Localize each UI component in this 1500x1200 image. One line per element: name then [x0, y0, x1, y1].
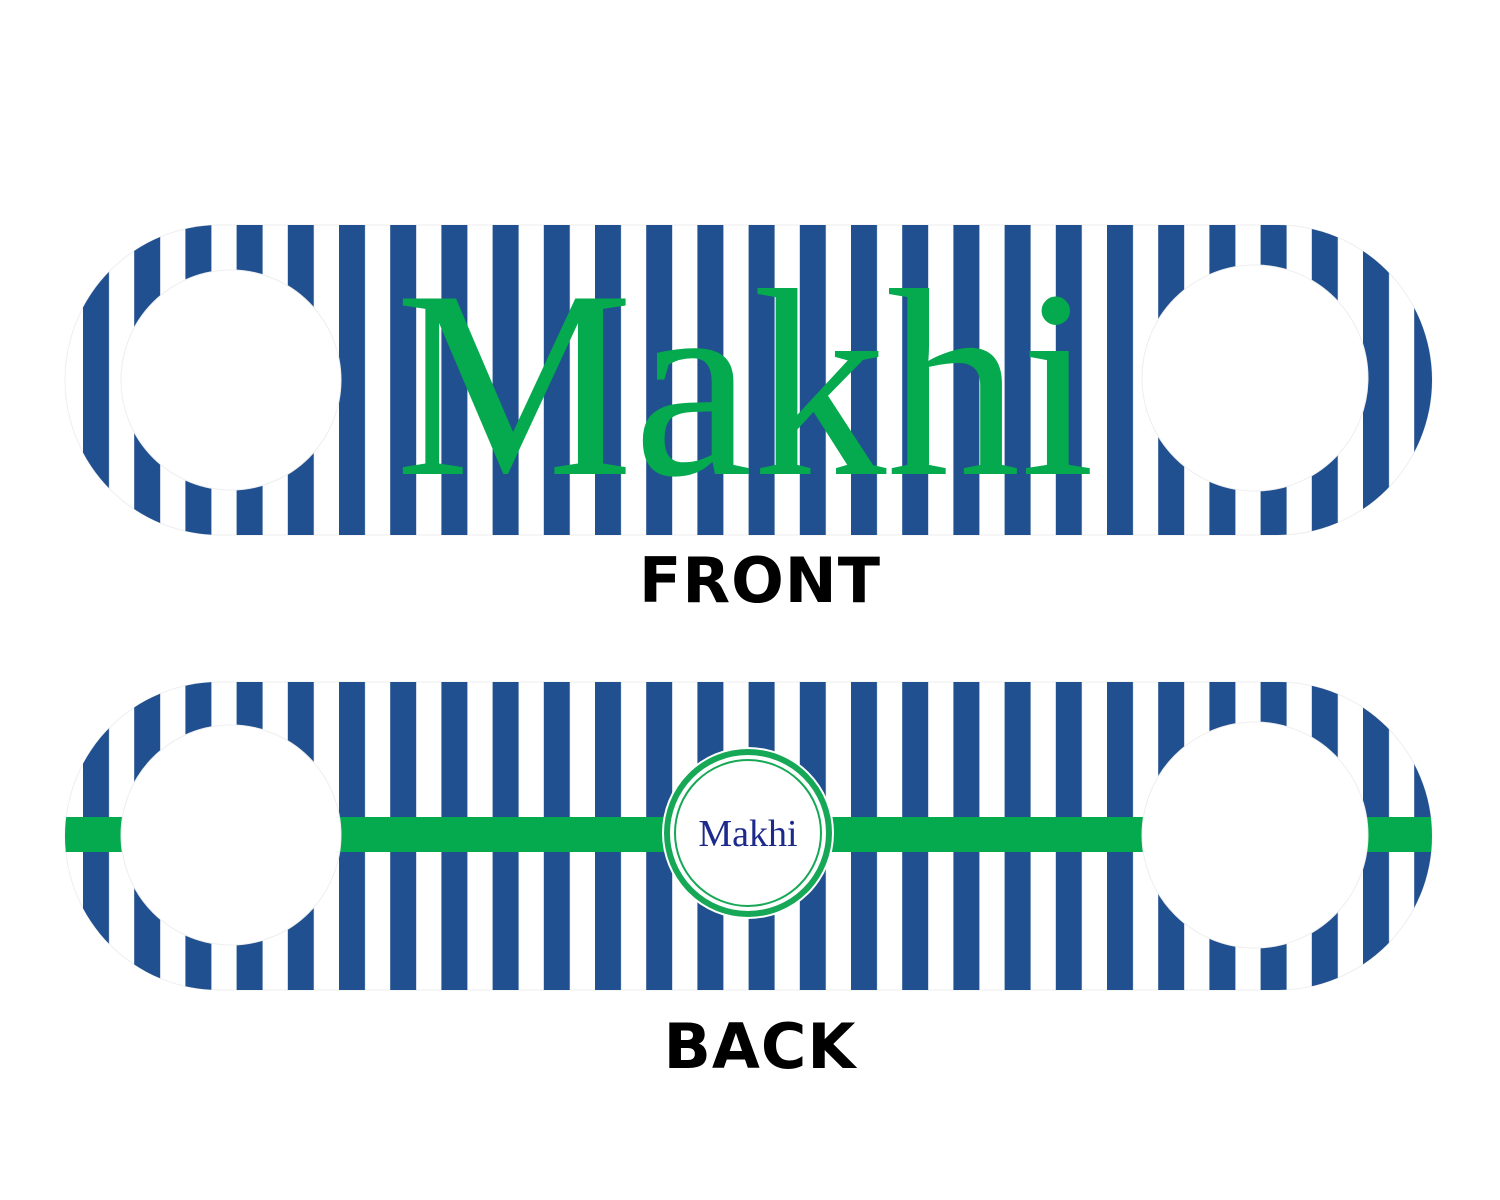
- right-hole: [1141, 264, 1369, 492]
- right-hole: [1141, 721, 1369, 949]
- back-label: BACK: [663, 1010, 857, 1083]
- left-hole: [120, 269, 342, 491]
- back-opener: Makhi: [64, 681, 1433, 991]
- back-name-text: Makhi: [698, 813, 797, 855]
- front-opener: Makhi: [64, 224, 1433, 536]
- front-name-text: Makhi: [395, 235, 1095, 532]
- name-badge: Makhi: [662, 747, 834, 919]
- left-hole: [120, 724, 342, 946]
- front-label: FRONT: [639, 544, 881, 617]
